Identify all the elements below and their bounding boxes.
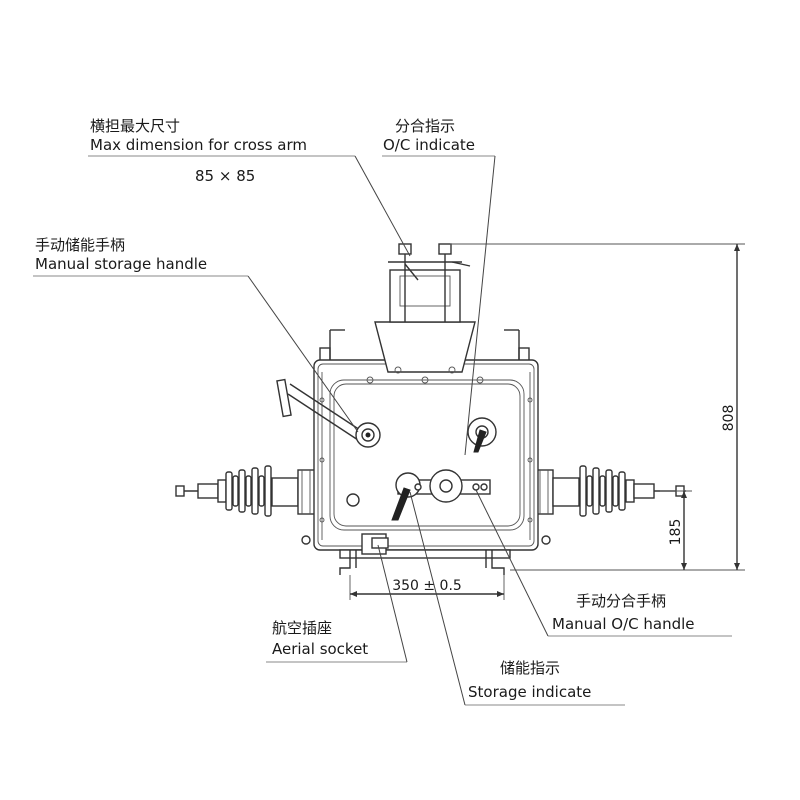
left-bushing: [175, 465, 317, 517]
cross-arm-label-cn: 横担最大尺寸: [90, 117, 180, 135]
storage-indicate-label-cn: 储能指示: [500, 659, 560, 677]
storage-indicate-callout: 储能指示 Storage indicate: [409, 491, 625, 706]
oc-handle-label-cn: 手动分合手柄: [576, 592, 666, 610]
storage-handle-label-cn: 手动储能手柄: [35, 236, 125, 254]
breaker-body: [175, 243, 686, 575]
oc-indicator-dial: [467, 417, 497, 453]
storage-handle-label-en: Manual storage handle: [35, 255, 207, 273]
oc-indicate-label-en: O/C indicate: [383, 136, 475, 154]
oc-handle-callout: 手动分合手柄 Manual O/C handle: [475, 489, 732, 637]
dimension-lines: [349, 243, 745, 600]
oc-handle-label-en: Manual O/C handle: [552, 615, 695, 633]
storage-handle-callout: 手动储能手柄 Manual storage handle: [33, 236, 359, 433]
right-insulator-sheds: [579, 465, 626, 517]
bushing-height-dim: 185: [668, 519, 684, 546]
storage-handle: [276, 378, 381, 448]
oc-indicate-callout: 分合指示 O/C indicate: [382, 117, 496, 456]
aerial-socket-label-en: Aerial socket: [272, 640, 368, 658]
oc-indicate-label-cn: 分合指示: [395, 117, 455, 135]
height-dim: 808: [721, 405, 737, 432]
aerial-socket-label-cn: 航空插座: [272, 619, 332, 637]
cross-arm-label-en: Max dimension for cross arm: [90, 136, 307, 154]
storage-indicate-label-en: Storage indicate: [468, 683, 591, 701]
left-insulator-sheds: [225, 465, 272, 517]
base-width-dim: 350 ± 0.5: [392, 578, 462, 594]
cross-arm-callout: 横担最大尺寸 Max dimension for cross arm 85 × …: [88, 117, 411, 257]
mechanism-bar: [391, 469, 491, 521]
cross-arm-dimension: 85 × 85: [195, 167, 255, 185]
aerial-socket-callout: 航空插座 Aerial socket: [266, 544, 408, 663]
right-bushing: [534, 465, 686, 517]
